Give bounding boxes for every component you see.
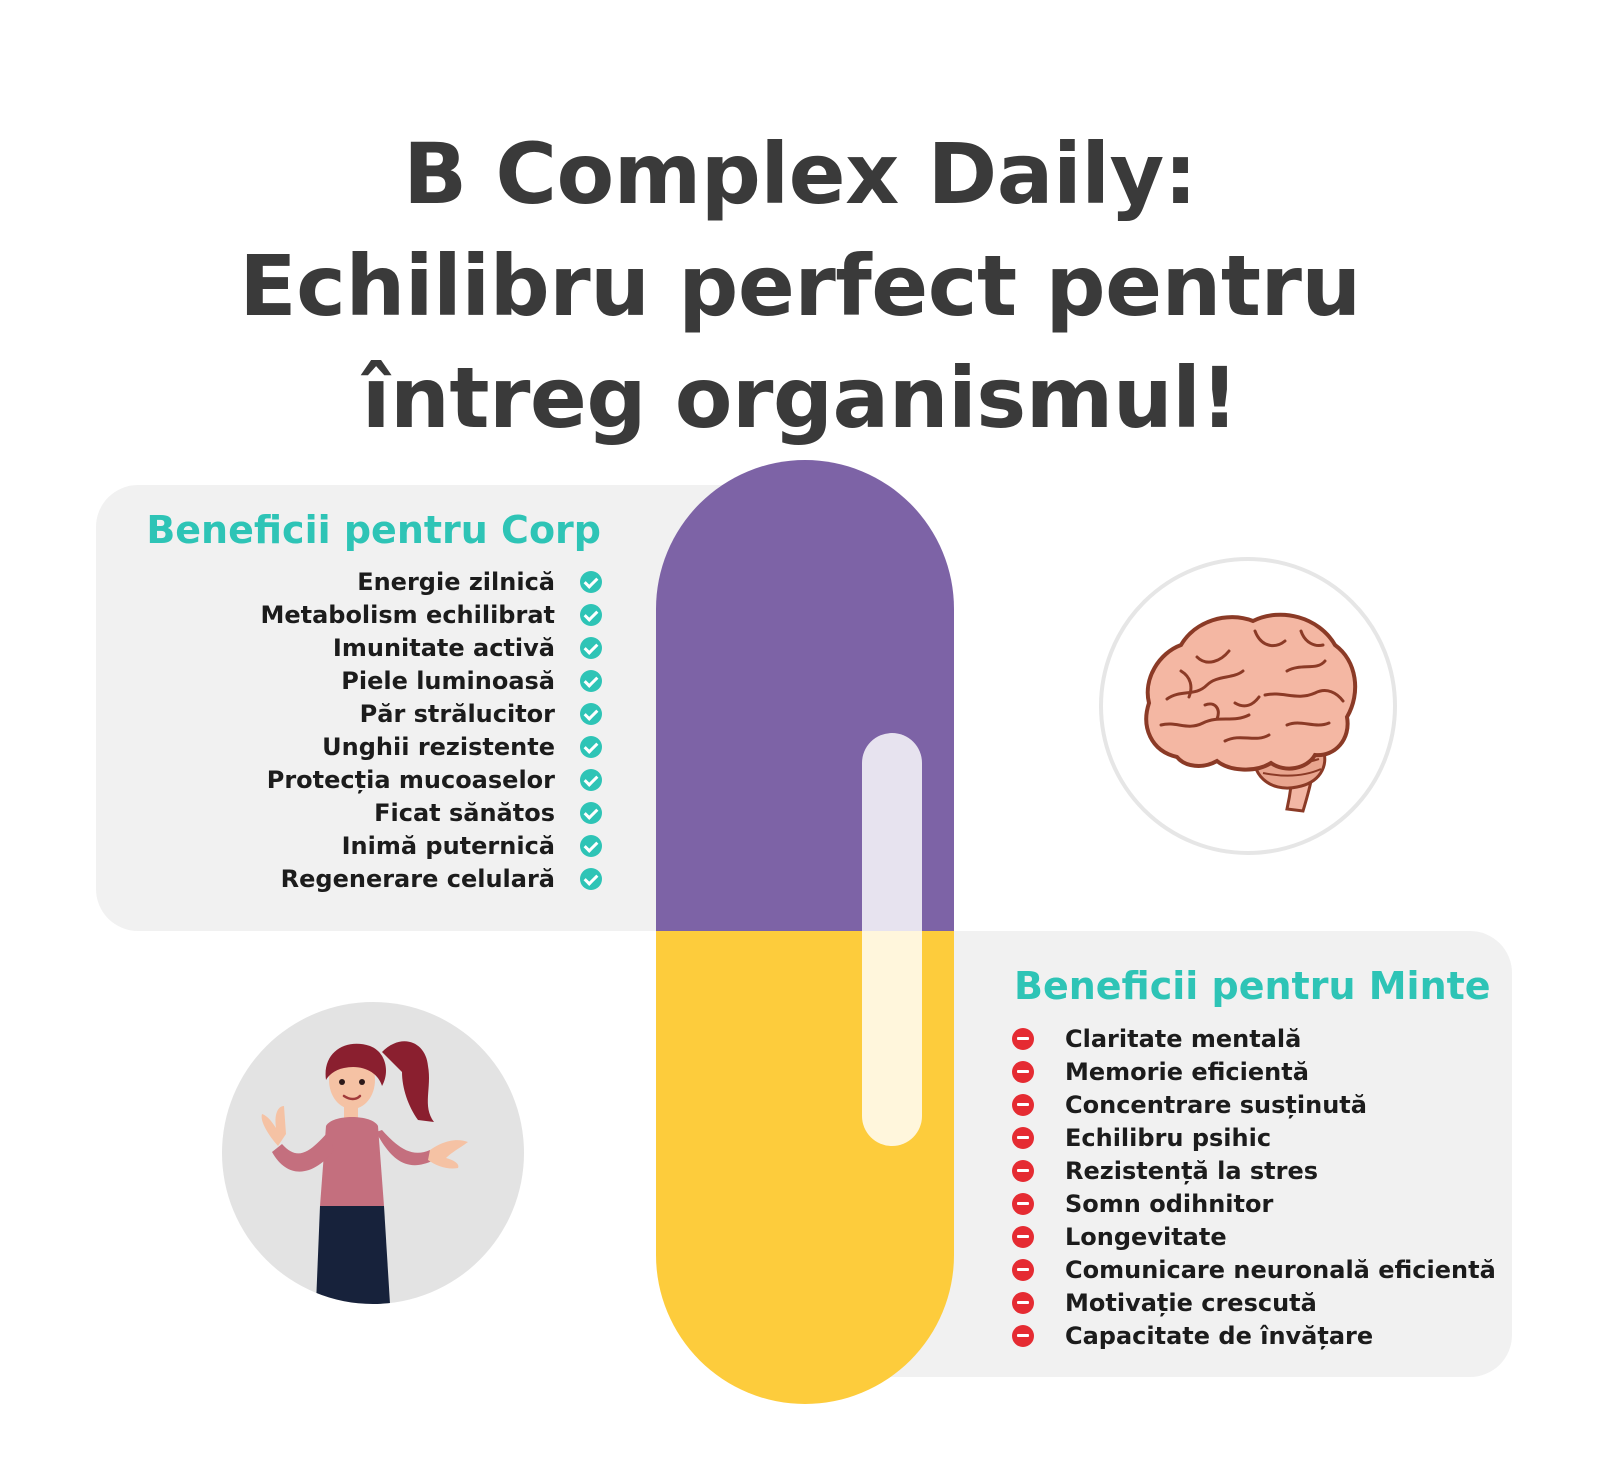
minte-heading: Beneficii pentru Minte: [1014, 964, 1491, 1008]
minte-benefit-label: Somn odihnitor: [1065, 1189, 1274, 1218]
minus-circle-icon: [1012, 1060, 1034, 1083]
minus-circle-icon: [1012, 1258, 1034, 1281]
corp-benefit-label: Unghii rezistente: [322, 732, 555, 761]
title-line-1: B Complex Daily:: [403, 125, 1197, 224]
corp-benefit-item: Protecția mucoaselor: [96, 763, 602, 796]
woman-illustration: [261, 1041, 468, 1304]
minte-benefit-label: Motivație crescută: [1065, 1288, 1317, 1317]
corp-benefit-item: Unghii rezistente: [96, 730, 602, 763]
corp-benefit-item: Inimă puternică: [96, 829, 602, 862]
minte-benefit-label: Rezistență la stres: [1065, 1156, 1319, 1185]
corp-benefit-label: Regenerare celulară: [280, 864, 555, 893]
minte-benefit-label: Longevitate: [1065, 1222, 1227, 1251]
minus-circle-icon: [1012, 1225, 1034, 1248]
minte-benefit-item: Comunicare neuronală eficientă: [1012, 1253, 1502, 1286]
minus-circle-icon: [1012, 1126, 1034, 1149]
corp-benefit-label: Inimă puternică: [341, 831, 555, 860]
minte-benefit-label: Claritate mentală: [1065, 1024, 1302, 1053]
minte-benefit-label: Capacitate de învățare: [1065, 1321, 1374, 1350]
minte-benefit-item: Rezistență la stres: [1012, 1154, 1502, 1187]
corp-benefit-label: Protecția mucoaselor: [266, 765, 555, 794]
minte-benefit-item: Claritate mentală: [1012, 1022, 1502, 1055]
minus-circle-icon: [1012, 1324, 1034, 1347]
minus-circle-icon: [1012, 1159, 1034, 1182]
minte-benefit-label: Comunicare neuronală eficientă: [1065, 1255, 1496, 1284]
minte-benefit-item: Somn odihnitor: [1012, 1187, 1502, 1220]
minte-benefit-label: Memorie eficientă: [1065, 1057, 1309, 1086]
check-circle-icon: [580, 867, 602, 890]
minus-circle-icon: [1012, 1027, 1034, 1050]
minte-benefit-item: Longevitate: [1012, 1220, 1502, 1253]
minte-benefits-list: Claritate mentală Memorie eficientă Conc…: [1012, 1022, 1502, 1352]
minte-benefit-label: Concentrare susținută: [1065, 1090, 1367, 1119]
corp-benefit-label: Energie zilnică: [357, 567, 555, 596]
woman-circle: [222, 1002, 524, 1304]
corp-benefit-item: Ficat sănătos: [96, 796, 602, 829]
minus-circle-icon: [1012, 1291, 1034, 1314]
check-circle-icon: [580, 702, 602, 725]
minte-benefit-label: Echilibru psihic: [1065, 1123, 1272, 1152]
corp-benefits-list: Energie zilnică Metabolism echilibrat Im…: [96, 565, 602, 895]
brain-circle: [1099, 557, 1397, 855]
corp-benefit-item: Regenerare celulară: [96, 862, 602, 895]
minus-circle-icon: [1012, 1093, 1034, 1116]
check-circle-icon: [580, 636, 602, 659]
check-circle-icon: [580, 669, 602, 692]
check-circle-icon: [580, 801, 602, 824]
check-circle-icon: [580, 834, 602, 857]
minte-benefit-item: Motivație crescută: [1012, 1286, 1502, 1319]
capsule-highlight: [862, 733, 922, 1146]
corp-benefit-label: Păr strălucitor: [359, 699, 555, 728]
minte-benefit-item: Memorie eficientă: [1012, 1055, 1502, 1088]
corp-benefit-label: Imunitate activă: [332, 633, 555, 662]
brain-illustration: [1144, 612, 1358, 813]
title-line-2: Echilibru perfect pentru: [239, 237, 1361, 336]
check-circle-icon: [580, 570, 602, 593]
corp-benefit-item: Piele luminoasă: [96, 664, 602, 697]
corp-benefit-item: Imunitate activă: [96, 631, 602, 664]
page-title: B Complex Daily: Echilibru perfect pentr…: [0, 118, 1600, 454]
title-line-3: întreg organismul!: [361, 349, 1239, 448]
corp-heading: Beneficii pentru Corp: [146, 508, 601, 552]
corp-benefit-item: Energie zilnică: [96, 565, 602, 598]
minte-benefit-item: Echilibru psihic: [1012, 1121, 1502, 1154]
corp-benefit-label: Ficat sănătos: [374, 798, 555, 827]
check-circle-icon: [580, 603, 602, 626]
corp-benefit-label: Metabolism echilibrat: [260, 600, 555, 629]
corp-benefit-item: Păr strălucitor: [96, 697, 602, 730]
minte-benefit-item: Capacitate de învățare: [1012, 1319, 1502, 1352]
minus-circle-icon: [1012, 1192, 1034, 1215]
corp-benefit-label: Piele luminoasă: [341, 666, 555, 695]
minte-benefit-item: Concentrare susținută: [1012, 1088, 1502, 1121]
check-circle-icon: [580, 735, 602, 758]
corp-benefit-item: Metabolism echilibrat: [96, 598, 602, 631]
check-circle-icon: [580, 768, 602, 791]
